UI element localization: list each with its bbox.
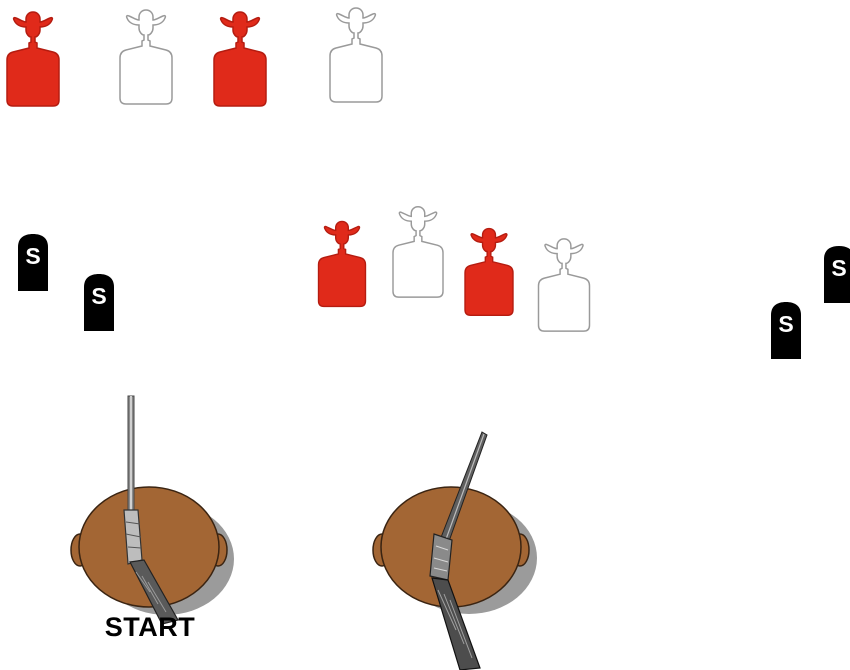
red-cowboy-target <box>5 6 61 110</box>
shotgun-marker: S <box>820 245 850 303</box>
white-cowboy-target <box>536 233 592 335</box>
shotgun-marker-letter: S <box>831 255 846 281</box>
shotgun-marker: S <box>767 301 805 359</box>
shotgun-action <box>430 534 452 580</box>
target-row-middle <box>310 195 610 345</box>
target-row-top <box>0 0 400 110</box>
white-cowboy-target <box>328 2 384 106</box>
white-cowboy-target <box>390 201 446 301</box>
shotgun-marker-letter: S <box>91 283 106 309</box>
white-cowboy-target <box>118 4 174 108</box>
shotgun-marker: S <box>80 273 118 331</box>
shooter-with-shotgun-icon <box>368 430 548 670</box>
start-label: START <box>80 612 220 643</box>
red-cowboy-target <box>212 6 268 110</box>
shooter-with-rifle-icon <box>66 392 246 624</box>
red-cowboy-target <box>314 216 370 310</box>
red-cowboy-target <box>462 223 516 319</box>
shotgun-marker: S <box>14 233 52 291</box>
shotgun-marker-letter: S <box>778 311 793 337</box>
shotgun-marker-letter: S <box>25 243 40 269</box>
